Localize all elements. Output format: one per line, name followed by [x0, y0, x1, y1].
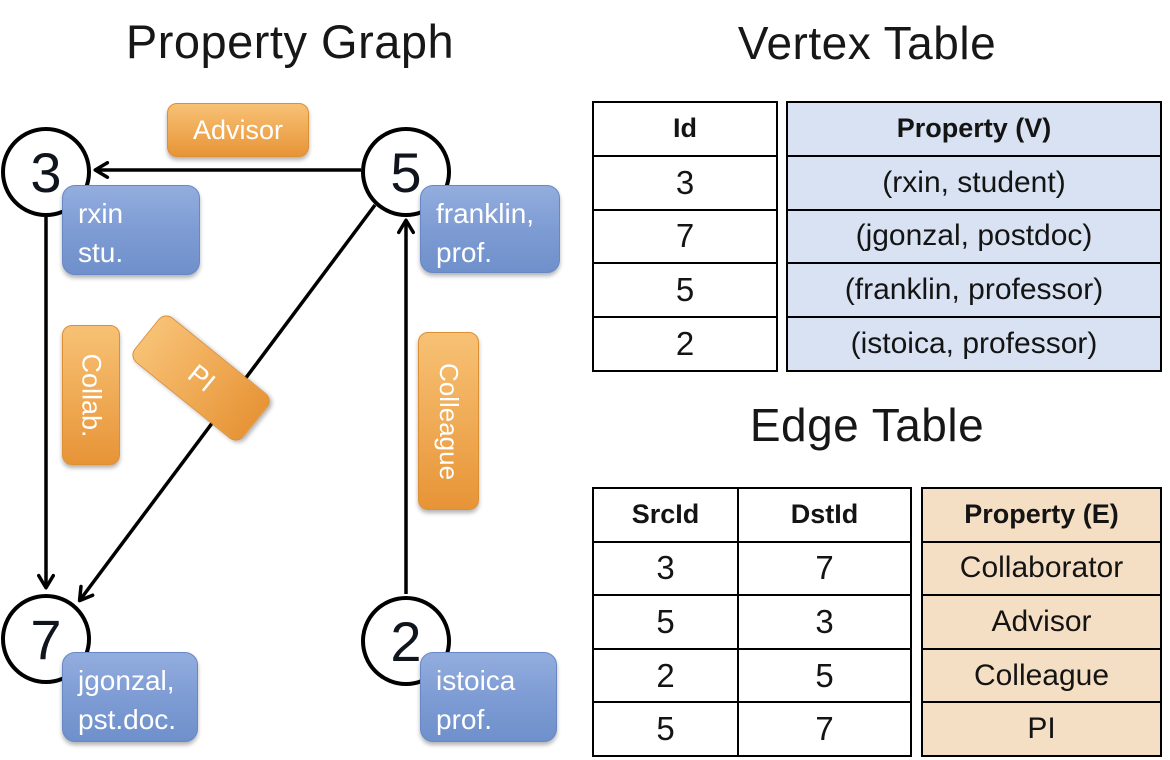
table-cell: (jgonzal, postdoc): [788, 208, 1160, 263]
edge-label-colleague: Colleague: [418, 332, 479, 510]
vertex-label-line: rxin: [78, 198, 124, 229]
table-cell: 2: [656, 656, 675, 694]
vertex-label-line: stu.: [78, 237, 124, 269]
table-row: 2 5: [594, 647, 910, 702]
table-cell: PI: [923, 701, 1160, 755]
table-cell: 7: [737, 703, 910, 755]
vertex-label-line: prof.: [436, 704, 493, 736]
column-header: Property (E): [964, 499, 1119, 530]
table-cell: (istoica, professor): [788, 316, 1160, 370]
table-cell: 7: [737, 542, 910, 595]
node-id-label: 3: [30, 140, 62, 204]
column-header: Property (V): [896, 113, 1052, 144]
table-row: 3 7: [594, 540, 910, 595]
table-cell: 7: [594, 208, 776, 263]
table-cell: (rxin, student): [788, 154, 1160, 209]
vertex-table-property-column: Property (V) (rxin, student) (jgonzal, p…: [786, 101, 1162, 372]
column-header: SrcId: [631, 499, 700, 530]
table-row: 5 7: [594, 701, 910, 755]
property-graph-title: Property Graph: [125, 15, 455, 68]
vertex-label-line: istoica: [436, 665, 516, 696]
vertex-label-line: franklin,: [436, 198, 535, 229]
vertex-table-title: Vertex Table: [737, 17, 997, 69]
graph-node-3: 3: [1, 127, 91, 217]
vertex-label-3: rxin stu.: [62, 185, 200, 275]
table-cell: 5: [656, 602, 675, 640]
table-cell: 3: [656, 549, 675, 587]
table-row: 5 3: [594, 594, 910, 648]
vertex-table-id-column: Id 3 7 5 2: [592, 101, 778, 372]
node-id-label: 7: [30, 607, 62, 671]
table-cell: 3: [737, 596, 910, 648]
edge-label-collab: Collab.: [62, 325, 120, 465]
table-cell: 5: [737, 649, 910, 702]
column-header: DstId: [737, 489, 910, 541]
table-cell: Colleague: [923, 647, 1160, 702]
edge-table-id-columns: SrcId DstId 3 7 5 3 2 5 5 7: [592, 487, 912, 757]
table-cell: (franklin, professor): [788, 262, 1160, 316]
table-cell: 3: [594, 154, 776, 209]
edge-table-property-column: Property (E) Collaborator Advisor Collea…: [921, 487, 1162, 757]
table-cell: 5: [594, 262, 776, 316]
table-cell: Advisor: [923, 594, 1160, 648]
vertex-label-line: jgonzal,: [78, 665, 175, 696]
node-id-label: 5: [390, 140, 422, 204]
table-cell: 2: [594, 316, 776, 370]
edge-label-text: Collab.: [76, 352, 107, 438]
vertex-label-line: pst.doc.: [78, 704, 177, 736]
vertex-label-7: jgonzal, pst.doc.: [62, 652, 198, 742]
vertex-label-2: istoica prof.: [420, 652, 557, 742]
table-cell: 5: [656, 710, 675, 748]
vertex-label-5: franklin, prof.: [420, 185, 560, 273]
edge-label-text: Advisor: [192, 114, 284, 145]
node-id-label: 2: [390, 609, 422, 673]
edge-table-title: Edge Table: [749, 399, 985, 451]
table-cell: Collaborator: [923, 540, 1160, 595]
vertex-label-line: prof.: [436, 237, 493, 269]
edge-label-advisor: Advisor: [167, 103, 309, 157]
table-header-row: SrcId DstId: [594, 489, 910, 541]
edge-label-text: Colleague: [434, 362, 464, 480]
column-header: Id: [673, 113, 697, 144]
edge-label-text: PI: [181, 357, 221, 398]
